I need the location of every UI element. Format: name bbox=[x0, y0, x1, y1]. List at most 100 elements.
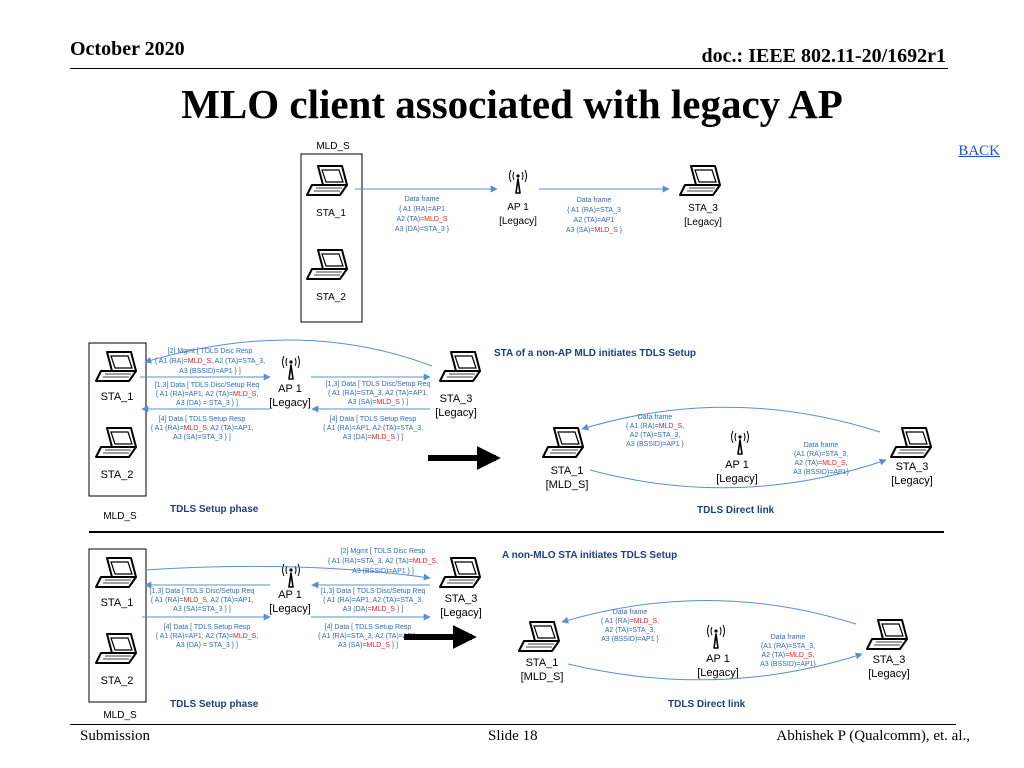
sta3-type-label: [Legacy] bbox=[684, 217, 722, 228]
sta1-label: STA_1 bbox=[551, 465, 584, 477]
svg-text:{ A1 (RA)=MLD_S,: { A1 (RA)=MLD_S, bbox=[626, 423, 684, 430]
tdls-panel-1: STA_1 STA_2 MLD_S AP 1 [Legacy] STA_3 [L… bbox=[88, 339, 933, 522]
svg-text:{ A1 (RA)=STA_3, A2 (TA)=AP1,: { A1 (RA)=STA_3, A2 (TA)=AP1, bbox=[318, 633, 418, 640]
sta2-label: STA_2 bbox=[101, 469, 134, 481]
svg-text:[1,3] Data [ TDLS Disc/Setup R: [1,3] Data [ TDLS Disc/Setup Req bbox=[155, 382, 260, 389]
ap-label: AP 1 bbox=[706, 653, 730, 665]
svg-text:A3 (BSSID)=AP1 } ]: A3 (BSSID)=AP1 } ] bbox=[179, 368, 241, 375]
sta1-label: STA_1 bbox=[101, 391, 134, 403]
svg-text:[1,3] Data [ TDLS Disc/Setup R: [1,3] Data [ TDLS Disc/Setup Req bbox=[321, 588, 426, 595]
sta3-label: STA_3 bbox=[440, 393, 473, 405]
laptop-icon bbox=[542, 427, 584, 458]
svg-text:{ A1 (RA)=AP1: { A1 (RA)=AP1 bbox=[399, 206, 445, 213]
footer-rule bbox=[70, 724, 956, 725]
svg-text:{ A1 (RA)=STA_3: { A1 (RA)=STA_3 bbox=[567, 207, 621, 214]
header-rule bbox=[70, 68, 948, 69]
svg-text:[1,3] Data [ TDLS Disc/Setup R: [1,3] Data [ TDLS Disc/Setup Req bbox=[326, 381, 431, 388]
arrow bbox=[589, 458, 887, 489]
svg-text:[4] Data [ TDLS Setup Resp: [4] Data [ TDLS Setup Resp bbox=[330, 416, 417, 423]
svg-text:A3 (SA)=MLD_S } ]: A3 (SA)=MLD_S } ] bbox=[348, 399, 408, 406]
frame-label: [4] Data [ TDLS Setup Resp { A1 (RA)=AP1… bbox=[156, 624, 259, 649]
svg-text:A3 (BSSID)=AP1 }: A3 (BSSID)=AP1 } bbox=[626, 441, 684, 448]
laptop-icon bbox=[95, 427, 137, 458]
frame-label: [1,3] Data [ TDLS Disc/Setup Req { A1 (R… bbox=[321, 588, 426, 613]
svg-text:A3 (SA)=MLD_S } ]: A3 (SA)=MLD_S } ] bbox=[338, 642, 398, 649]
access-point-icon bbox=[281, 355, 301, 380]
frame-label: Data frame { A1 (RA)=AP1 A2 (TA)=MLD_S A… bbox=[395, 196, 450, 233]
mld-label: MLD_S bbox=[103, 511, 137, 522]
panel-heading: STA of a non-AP MLD initiates TDLS Setup bbox=[494, 348, 696, 359]
ap-label: AP 1 bbox=[278, 383, 302, 395]
panel-heading: A non-MLO STA initiates TDLS Setup bbox=[502, 550, 677, 561]
svg-text:A3 (DA)=STA_3 }: A3 (DA)=STA_3 } bbox=[395, 226, 450, 233]
ap-type-label: [Legacy] bbox=[269, 397, 311, 409]
svg-text:Data frame: Data frame bbox=[771, 634, 806, 641]
access-point-icon bbox=[730, 430, 750, 455]
svg-text:A3 (DA) = STA_3 } ]: A3 (DA) = STA_3 } ] bbox=[176, 400, 238, 407]
sta3-type-label: [Legacy] bbox=[868, 668, 910, 680]
svg-text:[4] Data [ TDLS Setup Resp: [4] Data [ TDLS Setup Resp bbox=[164, 624, 251, 631]
ap-type-label: [Legacy] bbox=[697, 667, 739, 679]
sta3-label: STA_3 bbox=[445, 593, 478, 605]
svg-text:Data frame: Data frame bbox=[405, 196, 440, 203]
svg-text:[4] Data [ TDLS Setup Resp: [4] Data [ TDLS Setup Resp bbox=[325, 624, 412, 631]
svg-text:{ A1 (RA)=MLD_S, A2 (TA)=AP1,: { A1 (RA)=MLD_S, A2 (TA)=AP1, bbox=[151, 597, 254, 604]
svg-text:A2 (TA)=MLD_S,: A2 (TA)=MLD_S, bbox=[795, 460, 848, 467]
laptop-icon bbox=[518, 621, 560, 652]
svg-text:{ A1 (RA)=MLD_S, A2 (TA)=AP1,: { A1 (RA)=MLD_S, A2 (TA)=AP1, bbox=[151, 425, 254, 432]
sta1-label: STA_1 bbox=[316, 208, 346, 219]
footer-author: Abhishek P (Qualcomm), et. al., bbox=[776, 728, 970, 744]
frame-label: [4] Data [ TDLS Setup Resp { A1 (RA)=AP1… bbox=[323, 416, 423, 441]
laptop-icon bbox=[439, 351, 481, 382]
laptop-icon bbox=[95, 633, 137, 664]
svg-text:A3 (BSSID)=AP1}: A3 (BSSID)=AP1} bbox=[760, 661, 816, 668]
svg-text:[2] Mgmt [ TDLS Disc Resp: [2] Mgmt [ TDLS Disc Resp bbox=[168, 348, 253, 355]
mld-label: MLD_S bbox=[316, 141, 350, 152]
mld-box bbox=[88, 548, 147, 703]
header-doc-id: doc.: IEEE 802.11-20/1692r1 bbox=[701, 45, 946, 67]
laptop-icon bbox=[890, 427, 932, 458]
svg-text:A3 (SA)=STA_3 } ]: A3 (SA)=STA_3 } ] bbox=[173, 606, 231, 613]
sta1-label: STA_1 bbox=[526, 657, 559, 669]
frame-label: [1,3] Data [ TDLS Disc/Setup Req { A1 (R… bbox=[155, 382, 260, 407]
sta3-label: STA_3 bbox=[896, 461, 929, 473]
mld-diagram-top: MLD_S STA_1 STA_2 AP 1 [Legacy] STA_3 [L… bbox=[300, 141, 722, 323]
laptop-icon bbox=[679, 165, 721, 196]
laptop-icon bbox=[439, 557, 481, 588]
sta3-type-label: [Legacy] bbox=[440, 607, 482, 619]
svg-text:{ A1 (RA)=AP1, A2 (TA)=MLD_S,: { A1 (RA)=AP1, A2 (TA)=MLD_S, bbox=[156, 391, 259, 398]
laptop-icon bbox=[866, 619, 908, 650]
footer-submission: Submission bbox=[80, 728, 151, 744]
svg-text:A2 (TA)=MLD_S,: A2 (TA)=MLD_S, bbox=[762, 652, 815, 659]
laptop-icon bbox=[95, 351, 137, 382]
svg-text:A2 (TA)=AP1: A2 (TA)=AP1 bbox=[574, 217, 615, 224]
svg-text:{ A1 (RA)=AP1, A2 (TA)=MLD_S,: { A1 (RA)=AP1, A2 (TA)=MLD_S, bbox=[156, 633, 259, 640]
ap-type-label: [Legacy] bbox=[716, 473, 758, 485]
header-date: October 2020 bbox=[70, 38, 185, 60]
svg-text:A3 (SA)=STA_3 } ]: A3 (SA)=STA_3 } ] bbox=[173, 434, 231, 441]
arrow bbox=[581, 406, 881, 433]
ap-label: AP 1 bbox=[278, 589, 302, 601]
frame-label: Data frame {A1 (RA)=STA_3, A2 (TA)=MLD_S… bbox=[760, 634, 816, 668]
sta2-label: STA_2 bbox=[101, 675, 134, 687]
svg-text:A3 (BSSID)=AP1}: A3 (BSSID)=AP1} bbox=[793, 469, 849, 476]
svg-text:A3 (BSSID)=AP1 }: A3 (BSSID)=AP1 } bbox=[601, 636, 659, 643]
laptop-icon bbox=[306, 165, 348, 196]
arrow bbox=[144, 339, 433, 367]
laptop-icon bbox=[95, 557, 137, 588]
arrow bbox=[567, 652, 863, 681]
frame-label: Data frame { A1 (RA)=MLD_S, A2 (TA)=STA_… bbox=[626, 414, 685, 448]
svg-text:{ A1 (RA)=STA_3, A2 (TA)=AP1,: { A1 (RA)=STA_3, A2 (TA)=AP1, bbox=[328, 390, 428, 397]
frame-label: [4] Data [ TDLS Setup Resp { A1 (RA)=MLD… bbox=[151, 416, 254, 441]
sta2-label: STA_2 bbox=[316, 292, 346, 303]
back-link[interactable]: BACK bbox=[958, 143, 1000, 159]
sta1-type-label: [MLD_S] bbox=[546, 479, 589, 491]
sta3-type-label: [Legacy] bbox=[891, 475, 933, 487]
svg-text:A2 (TA)=MLD_S: A2 (TA)=MLD_S bbox=[396, 216, 447, 223]
ap-label: AP 1 bbox=[507, 202, 529, 213]
svg-text:Data frame: Data frame bbox=[638, 414, 673, 421]
tdls-panel-2: STA_1 STA_2 MLD_S AP 1 [Legacy] STA_3 [L… bbox=[88, 548, 910, 721]
frame-label: [1,3] Data [ TDLS Disc/Setup Req { A1 (R… bbox=[326, 381, 431, 406]
svg-text:Data frame: Data frame bbox=[577, 197, 612, 204]
